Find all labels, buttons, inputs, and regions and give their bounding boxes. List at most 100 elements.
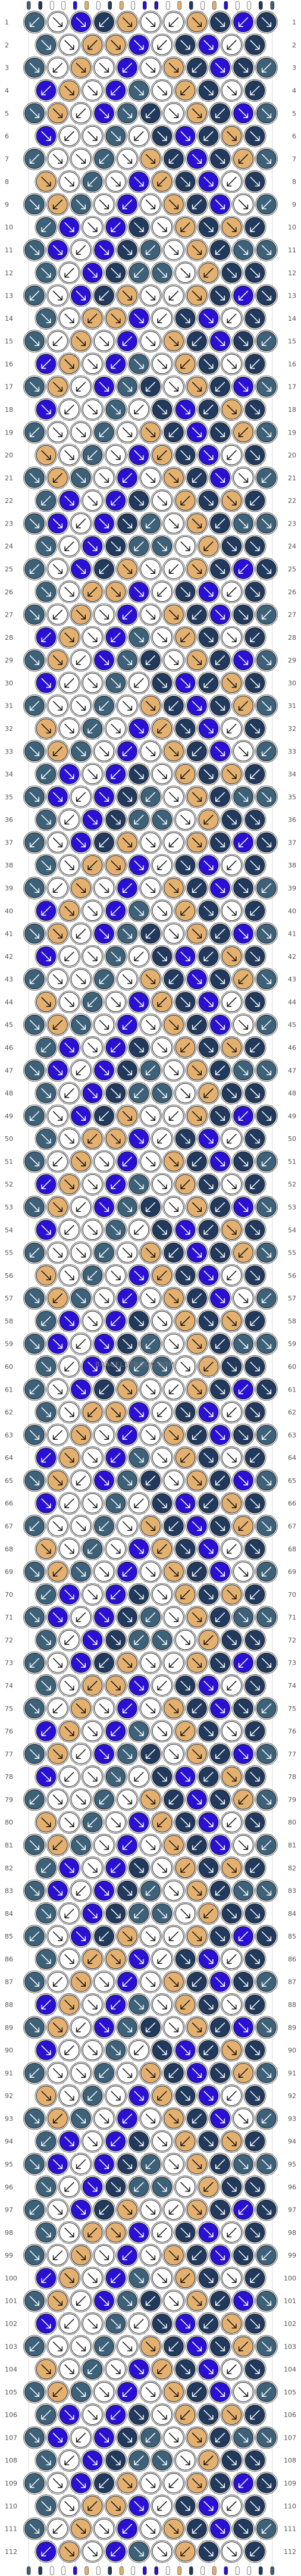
knot-ring: [150, 398, 174, 421]
row-number-right: 26: [288, 588, 296, 596]
row-number-right: 108: [284, 2457, 296, 2465]
knot-ring: [104, 352, 127, 376]
knot-ring: [81, 170, 104, 193]
row-number-right: 56: [288, 1272, 296, 1280]
row-number-right: 100: [284, 2274, 296, 2282]
row-number-right: 66: [288, 1500, 296, 1508]
row-number-right: 51: [288, 1158, 296, 1165]
string-end-bottom: [131, 2566, 136, 2575]
string-end-top: [212, 1, 217, 10]
knot-ring: [139, 512, 162, 535]
knot-arrow-icon: [76, 245, 86, 255]
knot-arrow-icon: [250, 359, 260, 369]
string-end-bottom: [165, 2566, 170, 2575]
knot-ring: [58, 443, 81, 467]
knot-arrow-icon: [111, 541, 121, 551]
knot-ring: [23, 102, 46, 125]
string-end-top: [189, 1, 193, 10]
row-number-right: 5: [292, 110, 296, 117]
knot-arrow-icon: [64, 131, 74, 141]
row-number-left: 100: [5, 2274, 17, 2282]
row-number-left: 109: [5, 2480, 17, 2487]
knot-arrow-icon: [41, 177, 51, 187]
string-end-bottom: [119, 2566, 124, 2575]
knot-ring: [139, 330, 162, 353]
knot-ring: [232, 11, 255, 34]
string-end-bottom: [235, 2566, 240, 2575]
row-number-right: 2: [292, 41, 296, 49]
row-number-right: 43: [288, 976, 296, 983]
knot-ring: [127, 215, 150, 239]
row-number-left: 65: [5, 1477, 13, 1484]
row-number-left: 70: [5, 1591, 13, 1599]
knot-arrow-icon: [215, 336, 225, 346]
knot-arrow-icon: [41, 222, 51, 232]
knot-arrow-icon: [99, 245, 109, 255]
knot-ring: [70, 512, 92, 535]
knot-ring: [232, 375, 255, 398]
knot-ring: [23, 147, 46, 170]
knot-ring: [93, 512, 115, 535]
knot-ring: [46, 330, 69, 353]
row-number-left: 105: [5, 2389, 17, 2396]
knot-arrow-icon: [52, 199, 63, 210]
row-number-right: 30: [288, 679, 296, 687]
string-end-top: [96, 1, 101, 10]
row-number-right: 97: [288, 2206, 296, 2214]
string-end-bottom: [177, 2566, 182, 2575]
row-number-right: 104: [284, 2366, 296, 2374]
string-end-top: [131, 1, 136, 10]
knot-ring: [35, 398, 58, 421]
knot-ring: [81, 124, 104, 148]
row-number-left: 97: [5, 2206, 13, 2214]
row-number-left: 60: [5, 1363, 13, 1371]
knot-ring: [197, 398, 220, 421]
knot-ring: [116, 56, 139, 79]
knot-ring: [93, 284, 115, 307]
row-number-right: 102: [284, 2320, 296, 2328]
knot-arrow-icon: [261, 154, 272, 164]
knot-ring: [186, 284, 208, 307]
row-number-right: 32: [288, 725, 296, 733]
row-number-right: 52: [288, 1181, 296, 1189]
knot-ring: [81, 79, 104, 102]
string-end-top: [154, 1, 159, 10]
knot-arrow-icon: [261, 518, 272, 529]
knot-ring: [174, 79, 197, 102]
row-number-left: 50: [5, 1135, 13, 1143]
row-number-right: 49: [288, 1112, 296, 1120]
knot-arrow-icon: [29, 427, 40, 437]
knot-arrow-icon: [168, 336, 179, 346]
knot-ring: [139, 11, 162, 34]
row-number-left: 19: [5, 429, 13, 436]
knot-ring: [46, 239, 69, 261]
knot-ring: [58, 124, 81, 148]
row-number-right: 21: [288, 474, 296, 482]
knot-arrow-icon: [227, 450, 237, 460]
knot-arrow-icon: [41, 450, 51, 460]
knot-arrow-icon: [64, 404, 74, 415]
knot-arrow-icon: [145, 382, 156, 392]
knot-ring: [81, 443, 104, 467]
row-number-right: 34: [288, 771, 296, 779]
row-number-left: 16: [5, 360, 13, 368]
knot-ring: [35, 170, 58, 193]
row-number-right: 31: [288, 702, 296, 710]
string-end-bottom: [189, 2566, 193, 2575]
knot-ring: [197, 352, 220, 376]
row-number-left: 36: [5, 816, 13, 824]
knot-arrow-icon: [52, 336, 63, 346]
knot-arrow-icon: [261, 382, 272, 392]
knot-arrow-icon: [238, 245, 249, 255]
string-end-bottom: [96, 2566, 101, 2575]
knot-arrow-icon: [180, 222, 190, 232]
knot-ring: [46, 512, 69, 535]
knot-arrow-icon: [227, 313, 237, 323]
knot-ring: [220, 352, 243, 376]
knot-arrow-icon: [111, 177, 121, 187]
knot-ring: [46, 147, 69, 170]
row-number-left: 34: [5, 771, 13, 779]
string-end-top: [224, 1, 228, 10]
knot-ring: [150, 261, 174, 285]
knot-arrow-icon: [122, 154, 133, 164]
